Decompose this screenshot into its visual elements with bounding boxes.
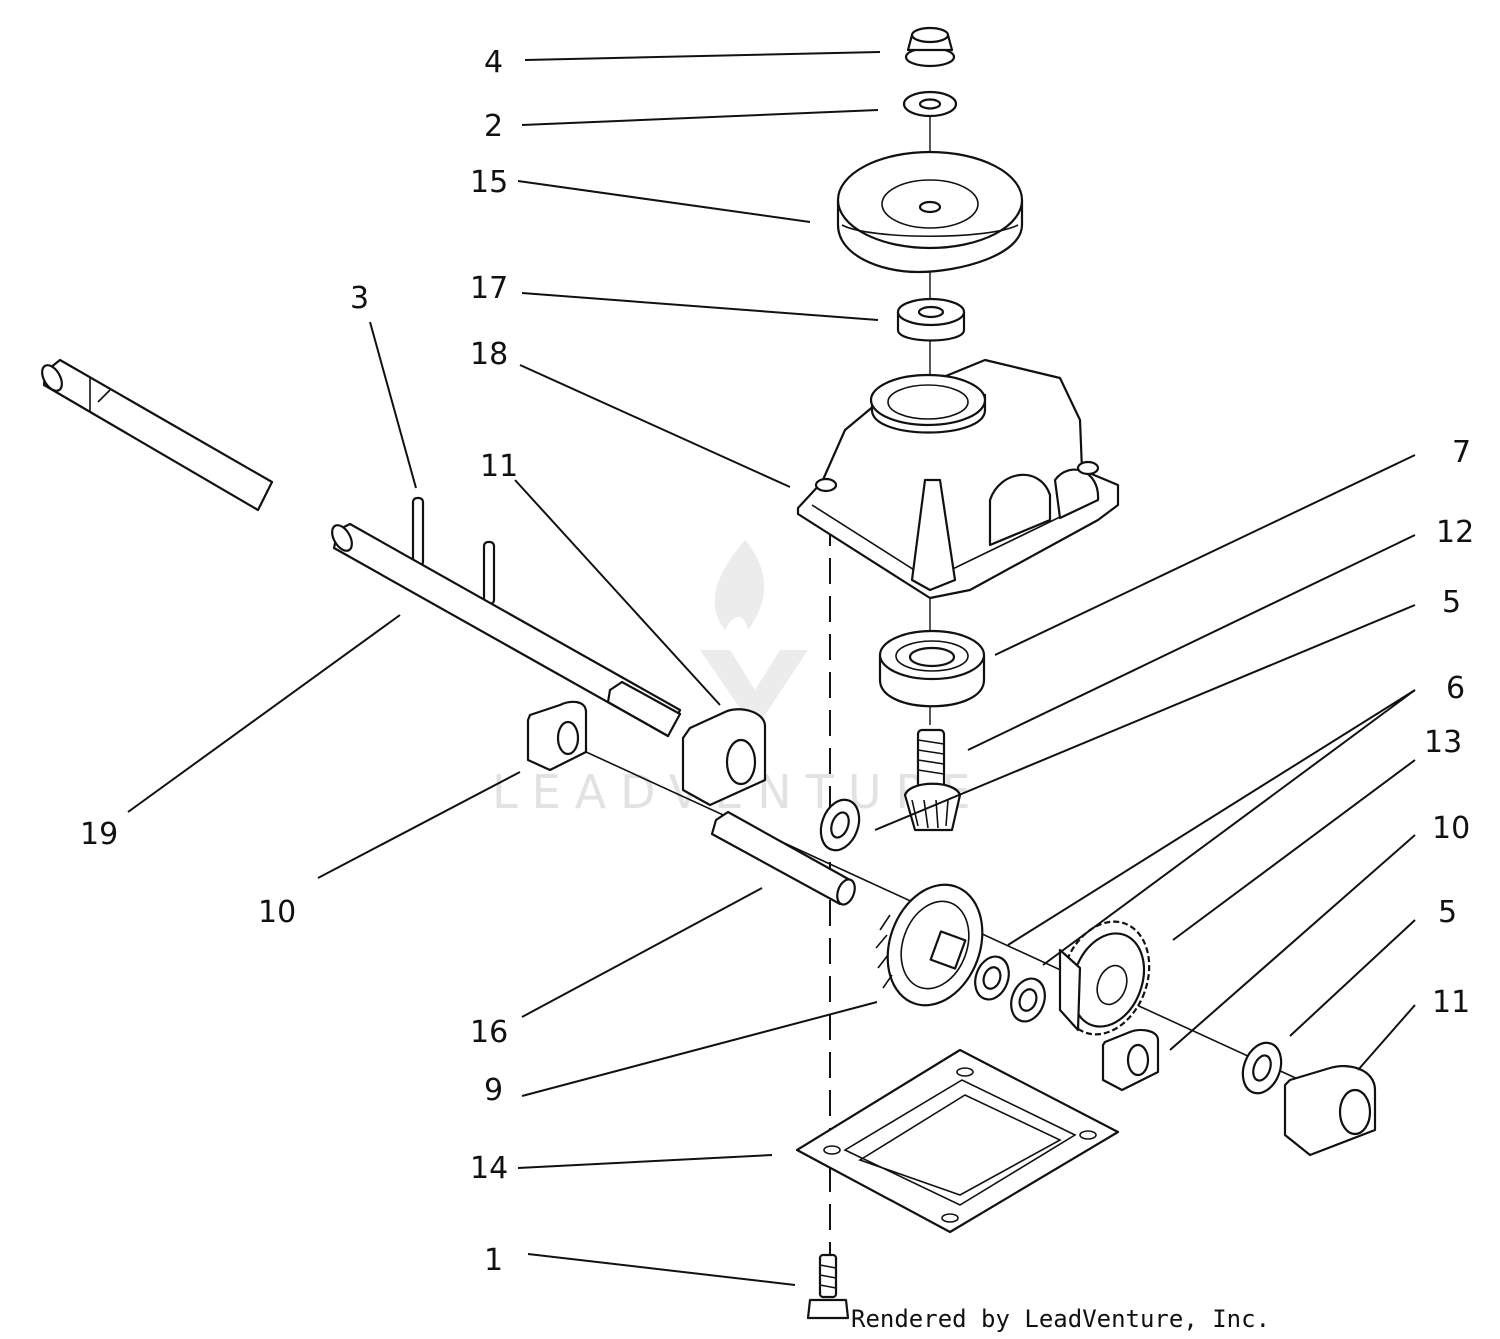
callout-14: 14 xyxy=(470,1151,508,1186)
callout-13: 13 xyxy=(1424,725,1462,760)
part-17-spacer xyxy=(896,297,966,342)
part-4-flange-nut xyxy=(904,26,956,68)
callout-16: 16 xyxy=(470,1015,508,1050)
callout-4: 4 xyxy=(484,45,503,80)
callout-7: 7 xyxy=(1452,435,1471,470)
part-9-bevel-gear xyxy=(875,883,984,1007)
callout-12: 12 xyxy=(1436,515,1474,550)
callout-15: 15 xyxy=(470,165,508,200)
callout-3: 3 xyxy=(350,281,369,316)
part-19-shafts xyxy=(41,358,682,738)
callout-9: 9 xyxy=(484,1073,503,1108)
part-11-collar-bushing-left xyxy=(681,708,767,807)
callout-5-top: 5 xyxy=(1442,585,1461,620)
callout-17: 17 xyxy=(470,271,508,306)
part-13-spur-gear xyxy=(1058,920,1151,1036)
part-6-washers xyxy=(974,955,1046,1023)
part-2-washer xyxy=(902,90,958,118)
part-15-pulley xyxy=(836,150,1024,274)
part-18-gear-housing xyxy=(796,358,1120,600)
callout-labels: 4 2 15 17 18 3 11 7 12 5 6 13 10 19 10 5… xyxy=(80,45,1474,1278)
part-11-collar-bushing-right xyxy=(1283,1064,1377,1157)
callout-2: 2 xyxy=(484,109,503,144)
watermark-flame-logo xyxy=(700,540,808,730)
callout-10-right: 10 xyxy=(1432,811,1470,846)
callout-1: 1 xyxy=(484,1243,503,1278)
part-10-bushing-left xyxy=(526,700,588,772)
part-7-bearing xyxy=(878,629,986,708)
callout-5-bottom: 5 xyxy=(1438,895,1457,930)
part-5-washer-left xyxy=(819,798,861,852)
part-1-bolt xyxy=(806,1253,850,1320)
callout-18: 18 xyxy=(470,337,508,372)
callout-6: 6 xyxy=(1446,671,1465,706)
callout-11-left: 11 xyxy=(480,449,518,484)
part-10-bushing-right xyxy=(1101,1029,1160,1092)
leader-lines xyxy=(127,51,1416,1286)
part-14-cover-plate xyxy=(795,1048,1120,1234)
render-credit: Rendered by LeadVenture, Inc. xyxy=(851,1305,1270,1333)
callout-11-right: 11 xyxy=(1432,985,1470,1020)
part-5-washer-right xyxy=(1241,1041,1283,1095)
callout-19: 19 xyxy=(80,817,118,852)
callout-10-left: 10 xyxy=(258,895,296,930)
part-16-drive-pin xyxy=(710,810,856,906)
